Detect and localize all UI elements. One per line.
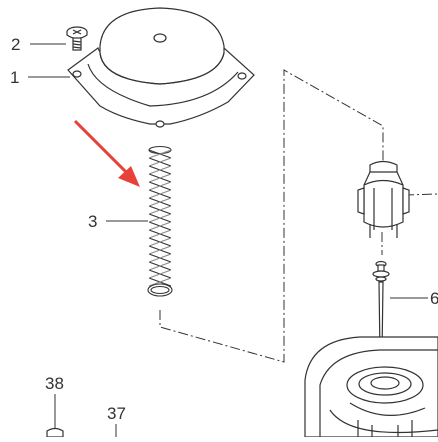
- callout-6: 6: [430, 289, 438, 308]
- diaphragm-cover-part-1: [67, 7, 255, 128]
- callout-2: 2: [11, 35, 20, 54]
- red-arrow-icon: [73, 119, 140, 187]
- assembly-centerline: [159, 69, 438, 363]
- leader-lines: [28, 43, 428, 437]
- callout-3: 3: [88, 212, 97, 231]
- spring-part-3: [147, 145, 173, 297]
- screw-part-2: [66, 26, 88, 51]
- callout-37: 37: [107, 404, 126, 423]
- callout-1: 1: [10, 68, 19, 87]
- diaphragm-piston: [304, 336, 438, 438]
- nut-part-38: [46, 427, 64, 438]
- callout-38: 38: [45, 374, 64, 393]
- needle-holder: [357, 160, 410, 238]
